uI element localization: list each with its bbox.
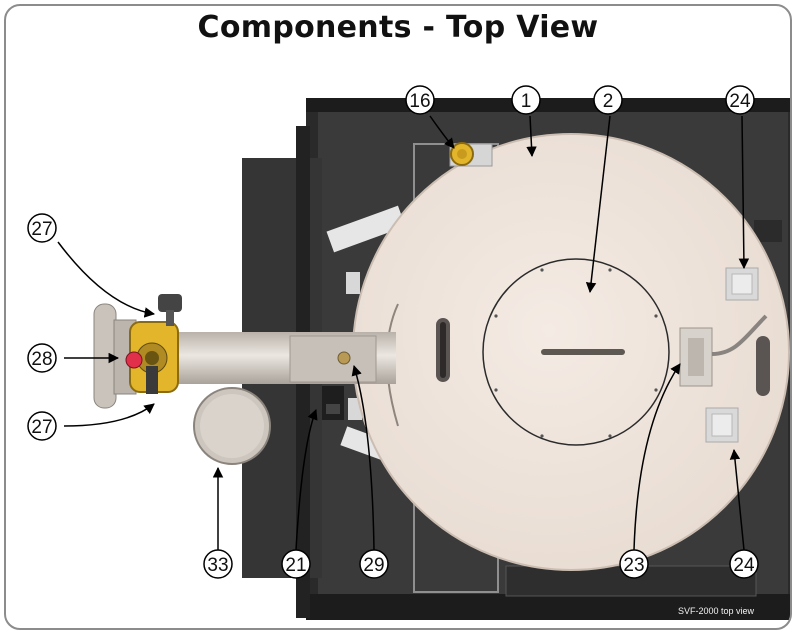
leader-lines <box>57 115 750 562</box>
callout-24-top: 24 <box>725 85 755 115</box>
callout-24-top-label: 24 <box>729 91 751 112</box>
figure-caption: SVF-2000 top view <box>677 606 754 616</box>
callout-16-label: 16 <box>409 91 430 112</box>
callout-29-label: 29 <box>363 555 384 576</box>
callout-24-bottom-label: 24 <box>733 555 755 576</box>
callout-2: 2 <box>593 85 623 115</box>
callout-27-bottom: 27 <box>27 411 57 441</box>
viewing-window <box>482 258 670 446</box>
callout-1: 1 <box>511 85 541 115</box>
electrical-connector <box>679 314 768 387</box>
callout-29: 29 <box>359 549 389 579</box>
callout-33-label: 33 <box>207 555 228 576</box>
callout-24-bottom: 24 <box>729 549 759 579</box>
callout-28: 28 <box>27 343 57 373</box>
callout-21-label: 21 <box>285 555 306 576</box>
callout-21: 21 <box>281 549 311 579</box>
callout-28-label: 28 <box>31 349 52 370</box>
figure-frame: 16 1 2 24 27 28 27 33 <box>4 4 792 630</box>
callout-23-label: 23 <box>623 555 644 576</box>
page-title: Components - Top View <box>197 10 599 45</box>
callout-27-top: 27 <box>27 213 57 243</box>
callout-2-label: 2 <box>603 91 614 112</box>
callout-1-label: 1 <box>521 91 532 112</box>
clamp-blocks <box>705 267 759 443</box>
gas-inlet-knob <box>449 142 493 167</box>
pressure-sensor <box>322 386 344 420</box>
callout-27-bottom-label: 27 <box>31 417 52 438</box>
valve-assembly <box>125 294 182 394</box>
callout-27-top-label: 27 <box>31 219 52 240</box>
components-illustration: 16 1 2 24 27 28 27 33 <box>27 85 790 620</box>
callout-33: 33 <box>203 549 233 579</box>
callout-23: 23 <box>619 549 649 579</box>
callout-16: 16 <box>405 85 435 115</box>
